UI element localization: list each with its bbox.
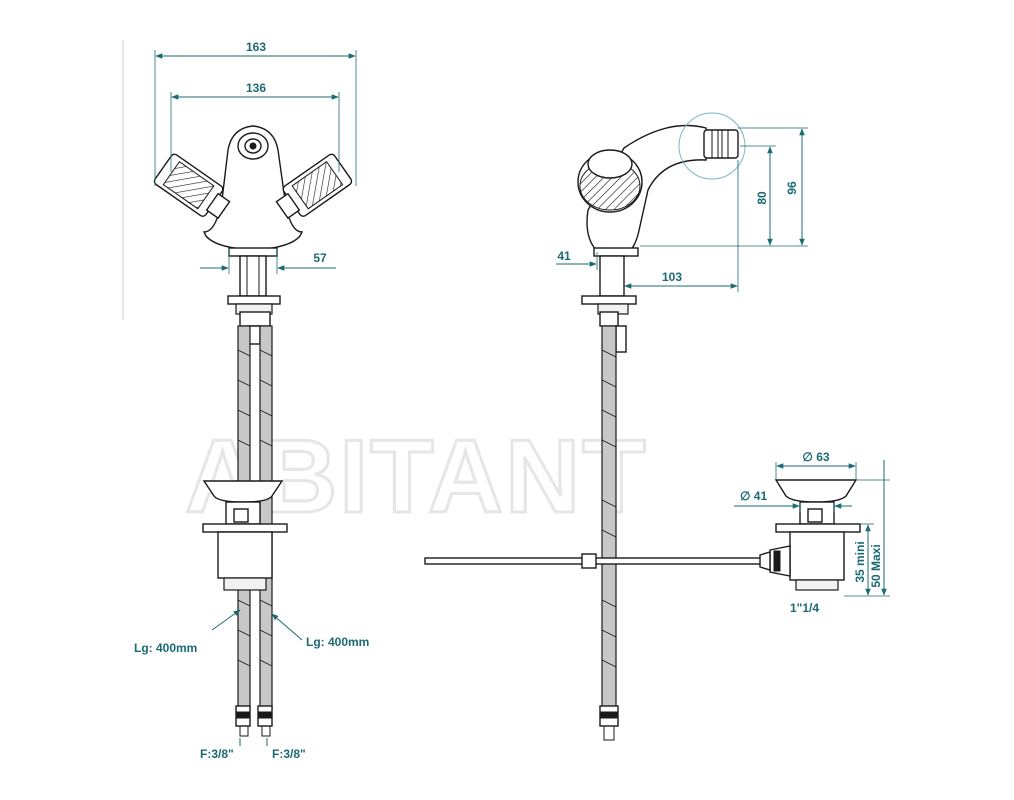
side-view [424, 112, 771, 741]
dimension-103: 103 [662, 270, 682, 284]
dimension-96: 96 [785, 181, 799, 195]
waste-detail [759, 479, 861, 591]
dimension-136: 136 [246, 81, 266, 95]
front-base-flange [228, 247, 278, 257]
dimension-diameter-63: ∅ 63 [802, 450, 829, 464]
front-view [153, 125, 353, 737]
dimension-50-maxi: 50 Maxi [869, 544, 883, 587]
front-hose-right [259, 325, 273, 711]
connection-right: F:3/8" [272, 747, 306, 761]
side-dimensions: 80 96 41 103 [556, 127, 808, 292]
side-spout [586, 124, 707, 251]
waste-body [789, 531, 845, 581]
connection-left: F:3/8" [200, 747, 234, 761]
front-waste-body [217, 531, 273, 579]
dimension-57: 57 [313, 251, 327, 265]
front-mixer-body [202, 125, 304, 251]
hose-right-leader [271, 613, 303, 641]
hose-right-length: Lg: 400mm [306, 635, 369, 649]
side-fixing-plate [581, 295, 637, 305]
waste-dimensions: ∅ 63 ∅ 41 35 mini 50 Maxi 1"1/4 [734, 450, 890, 615]
side-pull-rod [424, 557, 771, 565]
side-handle [577, 149, 643, 213]
front-left-handle [153, 153, 231, 220]
side-base-flange [593, 247, 639, 257]
hose-left-leader [211, 609, 241, 631]
dimension-41: 41 [557, 249, 571, 263]
front-fixing-plate [227, 295, 281, 305]
front-right-handle [275, 153, 353, 220]
waste-thread-size: 1"1/4 [790, 601, 819, 615]
dimension-80: 80 [755, 191, 769, 205]
dimension-35-mini: 35 mini [853, 541, 867, 582]
dimension-163: 163 [246, 40, 266, 54]
dimension-diameter-41: ∅ 41 [740, 489, 767, 503]
front-dimensions: 163 136 57 Lg: 400mm Lg: 400mm F:3/8" F:… [134, 40, 369, 761]
hose-left-length: Lg: 400mm [134, 641, 197, 655]
side-aerator [703, 129, 739, 159]
waste-flange [774, 479, 858, 503]
